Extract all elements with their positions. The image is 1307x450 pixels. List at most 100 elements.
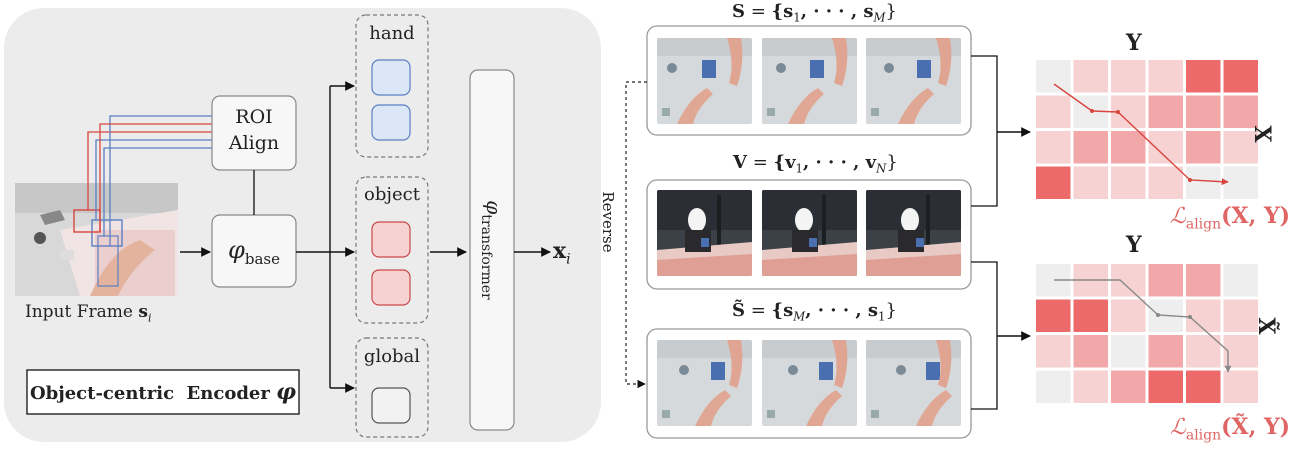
matrix-cell bbox=[1111, 335, 1146, 368]
s-sequence-label: S = {s1, · · · , sM} bbox=[732, 1, 897, 25]
path-node bbox=[1156, 313, 1160, 317]
v-mid: , · · · , v bbox=[802, 152, 877, 173]
matrix-cell bbox=[1148, 95, 1183, 128]
s-sub1: 1 bbox=[793, 10, 801, 25]
srev-sub1: 1 bbox=[878, 309, 886, 324]
top-matrix-row-label: X bbox=[1249, 125, 1275, 143]
global-group-label: global bbox=[363, 346, 421, 367]
matrix-cell bbox=[1148, 131, 1183, 164]
matrix-cell bbox=[1186, 95, 1221, 128]
transformer-sub: transformer bbox=[478, 214, 494, 300]
input-sub: i bbox=[147, 311, 152, 325]
matrix-cell bbox=[1223, 335, 1258, 368]
matrix-cell bbox=[1148, 370, 1183, 403]
video-frame-thumbnail bbox=[866, 38, 961, 124]
matrix-cell bbox=[1223, 60, 1258, 93]
v-end: } bbox=[886, 152, 898, 173]
matrix-cell bbox=[1223, 95, 1258, 128]
matrix-cell bbox=[1073, 335, 1108, 368]
top-loss-args: (X, Y) bbox=[1221, 203, 1291, 229]
matrix-cell bbox=[1111, 299, 1146, 332]
transformer-phi: φ bbox=[482, 200, 506, 215]
bottom-loss-prefix: ℒ bbox=[1170, 415, 1186, 440]
hand-group-box bbox=[355, 14, 429, 158]
reverse-dashed-line bbox=[625, 81, 647, 389]
v-lhs: V bbox=[733, 152, 747, 173]
matrix-cell bbox=[1036, 95, 1071, 128]
top-matrix-col-label: Y bbox=[1126, 30, 1142, 56]
roi-line-red-2 bbox=[99, 123, 212, 232]
alignment-matrix-bottom bbox=[1036, 264, 1258, 403]
global-token bbox=[371, 387, 411, 424]
matrix-cell bbox=[1111, 131, 1146, 164]
matrix-cell bbox=[1073, 299, 1108, 332]
transformer-label: φtransformer bbox=[478, 200, 506, 299]
matrix-cell bbox=[1186, 264, 1221, 297]
bottom-matrix-row-label: X̃ bbox=[1253, 317, 1279, 335]
path-node bbox=[1116, 110, 1120, 114]
srev-end: } bbox=[885, 300, 897, 321]
roi-line-blue-3 bbox=[109, 115, 212, 246]
encoder-title-box bbox=[26, 369, 300, 415]
reverse-label: Reverse bbox=[599, 191, 617, 253]
v-sequence-label: V = {v1, · · · , vN} bbox=[733, 152, 898, 176]
matrix-cell bbox=[1186, 166, 1221, 199]
input-symbol: s bbox=[138, 302, 148, 322]
matrix-cell bbox=[1186, 60, 1221, 93]
matrix-cell bbox=[1223, 264, 1258, 297]
hand-roi-box-2 bbox=[97, 235, 119, 287]
roi-line-red bbox=[87, 131, 212, 210]
roi-align-label: ROI Align bbox=[212, 104, 296, 156]
alignment-path-bottom bbox=[1054, 279, 1232, 373]
matrix-cell bbox=[1073, 166, 1108, 199]
bottom-loss-label: ℒalign(X̃, Y) bbox=[1170, 414, 1290, 443]
matrix-cell bbox=[1073, 131, 1108, 164]
s-mid: , · · · , s bbox=[800, 1, 874, 22]
output-symbol: x bbox=[553, 238, 567, 264]
encoder-title: Object-centric Encoder φ bbox=[27, 379, 299, 405]
matrix-cell bbox=[1073, 370, 1108, 403]
hand-group-label: hand bbox=[369, 23, 415, 44]
srev-rhs: {s bbox=[771, 300, 794, 321]
phi-base-label: φbase bbox=[212, 236, 296, 268]
roi-line1: ROI bbox=[235, 106, 273, 128]
output-label: xi bbox=[553, 238, 571, 267]
video-frame-thumbnail bbox=[762, 190, 857, 276]
matrix-cell bbox=[1223, 131, 1258, 164]
object-group-label: object bbox=[364, 184, 420, 205]
matrix-cell bbox=[1148, 60, 1183, 93]
bottom-loss-sub: align bbox=[1185, 427, 1222, 444]
encoder-title-text: Object-centric Encoder bbox=[29, 383, 270, 404]
s-lhs: S bbox=[732, 1, 745, 22]
top-loss-label: ℒalign(X, Y) bbox=[1170, 203, 1290, 232]
matrix-cell bbox=[1036, 370, 1071, 403]
video-frame-thumbnail bbox=[866, 190, 961, 276]
matrix-cell bbox=[1111, 60, 1146, 93]
v-subN: N bbox=[876, 161, 887, 176]
v-to-top-matrix-line bbox=[971, 132, 998, 207]
video-frame-thumbnail bbox=[866, 340, 961, 426]
object-group-box bbox=[355, 176, 429, 324]
v-to-bottom-matrix-line bbox=[971, 261, 998, 336]
v-rhs: {v bbox=[773, 152, 796, 173]
matrix-cell bbox=[1036, 166, 1071, 199]
matrix-cell bbox=[1148, 264, 1183, 297]
video-frame-thumbnail bbox=[762, 38, 857, 124]
matrix-cell bbox=[1148, 335, 1183, 368]
roi-line-blue-1 bbox=[95, 139, 212, 220]
matrix-cell bbox=[1036, 131, 1071, 164]
input-frame-image bbox=[15, 183, 178, 296]
matrix-cell bbox=[1223, 370, 1258, 403]
transformer-box bbox=[469, 69, 515, 431]
matrix-cell bbox=[1223, 299, 1258, 332]
srev-lhs: S̃ bbox=[732, 300, 745, 321]
s-subM: M bbox=[873, 10, 886, 25]
matrix-cell bbox=[1036, 60, 1071, 93]
object-token-2 bbox=[371, 269, 411, 306]
bottom-loss-args: (X̃, Y) bbox=[1221, 414, 1291, 440]
s-end: } bbox=[885, 1, 897, 22]
matrix-cell bbox=[1186, 370, 1221, 403]
path-node bbox=[1188, 315, 1192, 319]
matrix-cell bbox=[1148, 166, 1183, 199]
roi-line-blue-2 bbox=[103, 147, 212, 236]
